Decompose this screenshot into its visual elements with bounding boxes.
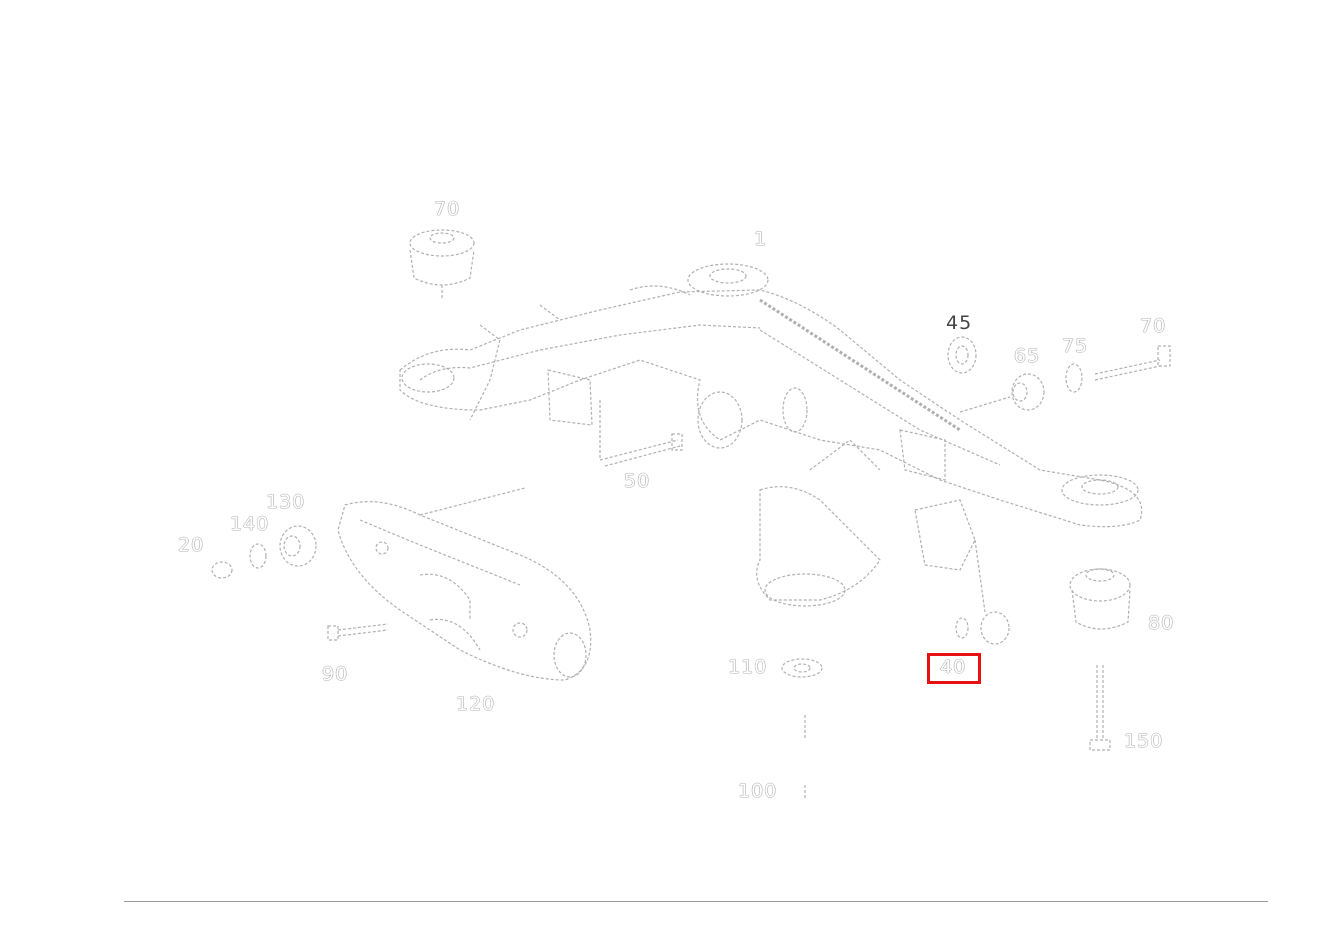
subframe-body <box>399 263 1143 528</box>
washer-45 <box>947 336 977 374</box>
callout-70-upper[interactable]: 70 <box>434 198 461 220</box>
callout-100[interactable]: 100 <box>738 780 778 802</box>
selected-callout-highlight <box>927 653 981 684</box>
bolt-90 <box>327 623 389 641</box>
callout-50[interactable]: 50 <box>624 470 651 492</box>
callout-1[interactable]: 1 <box>754 228 768 250</box>
footer-rule <box>124 901 1268 902</box>
callout-45[interactable]: 45 <box>946 312 973 334</box>
callout-150[interactable]: 150 <box>1124 730 1164 752</box>
callout-20[interactable]: 20 <box>178 534 205 556</box>
callout-80[interactable]: 80 <box>1148 612 1175 634</box>
upper-mount-bushing <box>409 229 475 300</box>
callout-130[interactable]: 130 <box>266 491 306 513</box>
callout-70-right[interactable]: 70 <box>1140 315 1167 337</box>
callout-110[interactable]: 110 <box>728 656 768 678</box>
callout-140[interactable]: 140 <box>230 513 270 535</box>
lower-mount-bushing <box>1069 568 1131 630</box>
bolt-60 <box>599 400 683 467</box>
long-bolt-150 <box>1089 665 1111 751</box>
nut-110 <box>781 658 823 678</box>
callout-75[interactable]: 75 <box>1062 335 1089 357</box>
arm-bracket <box>756 439 976 607</box>
callout-90[interactable]: 90 <box>322 663 349 685</box>
bushing-70-75 <box>959 345 1171 413</box>
callout-65[interactable]: 65 <box>1014 345 1041 367</box>
bushing-130-140-20 <box>211 525 317 579</box>
callout-40[interactable]: 40 <box>940 656 967 678</box>
trailing-arm <box>337 487 592 681</box>
callout-120[interactable]: 120 <box>456 693 496 715</box>
bushing-50-40 <box>955 539 1010 645</box>
